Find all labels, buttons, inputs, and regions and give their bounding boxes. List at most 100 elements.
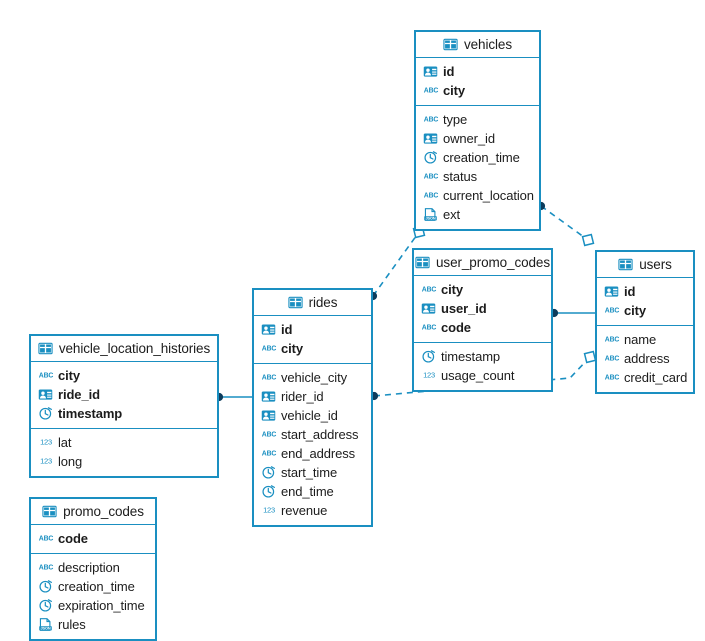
abc-text-icon: ABC xyxy=(604,351,620,366)
svg-text:ABC: ABC xyxy=(39,373,54,380)
column-row[interactable]: id xyxy=(416,62,539,81)
column-name: id xyxy=(281,322,293,337)
svg-text:ABC: ABC xyxy=(262,451,277,458)
table-header-users[interactable]: users xyxy=(597,252,693,278)
column-row[interactable]: ABC end_address xyxy=(254,444,371,463)
column-row[interactable]: expiration_time xyxy=(31,596,155,615)
column-row[interactable]: id xyxy=(254,320,371,339)
svg-text:ABC: ABC xyxy=(262,432,277,439)
column-row[interactable]: 123 usage_count xyxy=(414,366,551,385)
column-row[interactable]: timestamp xyxy=(414,347,551,366)
relationship-line xyxy=(540,205,589,241)
column-name: rider_id xyxy=(281,389,324,404)
id-badge-icon xyxy=(423,131,438,146)
column-name: usage_count xyxy=(441,368,515,383)
123-number-icon: 123 xyxy=(421,368,436,383)
column-row[interactable]: ABC city xyxy=(254,339,371,358)
column-name: timestamp xyxy=(58,406,123,421)
relationship-vehicle_location_histories-to-rides[interactable] xyxy=(214,392,252,402)
column-row[interactable]: owner_id xyxy=(416,129,539,148)
clock-icon xyxy=(38,406,53,421)
column-name: vehicle_city xyxy=(281,370,347,385)
id-badge-icon xyxy=(38,387,53,402)
table-header-rides[interactable]: rides xyxy=(254,290,371,316)
table-title: vehicle_location_histories xyxy=(58,341,211,356)
id-badge-icon xyxy=(423,64,438,79)
relationship-user_promo_codes-to-users[interactable] xyxy=(549,308,595,318)
column-name: city xyxy=(281,341,304,356)
column-row[interactable]: end_time xyxy=(254,482,371,501)
table-header-promo_codes[interactable]: promo_codes xyxy=(31,499,155,525)
column-name: vehicle_id xyxy=(281,408,338,423)
svg-text:ABC: ABC xyxy=(424,174,439,181)
svg-text:ABC: ABC xyxy=(39,536,54,543)
relationship-target-square xyxy=(581,233,595,247)
column-name: code xyxy=(58,531,88,546)
clock-icon xyxy=(421,349,436,364)
column-row[interactable]: ride_id xyxy=(31,385,217,404)
abc-text-icon: ABC xyxy=(38,368,54,383)
svg-text:ABC: ABC xyxy=(424,88,439,95)
table-header-user_promo_codes[interactable]: user_promo_codes xyxy=(414,250,551,276)
column-row[interactable]: start_time xyxy=(254,463,371,482)
table-grid-icon xyxy=(42,504,57,519)
abc-text-icon: ABC xyxy=(261,370,277,385)
table-grid-icon xyxy=(618,257,633,272)
relationship-vehicles-to-users[interactable] xyxy=(536,201,595,247)
column-name: timestamp xyxy=(441,349,501,364)
column-name: status xyxy=(443,169,478,184)
column-row[interactable]: creation_time xyxy=(416,148,539,167)
table-header-vehicle_location_histories[interactable]: vehicle_location_histories xyxy=(31,336,217,362)
column-name: name xyxy=(624,332,657,347)
column-row[interactable]: user_id xyxy=(414,299,551,318)
svg-text:123: 123 xyxy=(263,505,275,514)
column-name: creation_time xyxy=(58,579,135,594)
json-file-icon: JSON xyxy=(38,617,53,632)
column-name: owner_id xyxy=(443,131,495,146)
column-row[interactable]: timestamp xyxy=(31,404,217,423)
column-name: code xyxy=(441,320,471,335)
column-name: end_address xyxy=(281,446,356,461)
column-name: start_time xyxy=(281,465,338,480)
table-title: users xyxy=(639,257,672,272)
svg-text:ABC: ABC xyxy=(262,346,277,353)
column-row[interactable]: creation_time xyxy=(31,577,155,596)
123-number-icon: 123 xyxy=(38,454,53,469)
column-row[interactable]: id xyxy=(597,282,693,301)
column-row[interactable]: ABC status xyxy=(416,167,539,186)
column-row[interactable]: rider_id xyxy=(254,387,371,406)
clock-icon xyxy=(261,465,276,480)
column-row[interactable]: ABC code xyxy=(31,529,155,548)
column-row[interactable]: ABC vehicle_city xyxy=(254,368,371,387)
table-header-vehicles[interactable]: vehicles xyxy=(416,32,539,58)
table-title: promo_codes xyxy=(63,504,144,519)
column-row[interactable]: vehicle_id xyxy=(254,406,371,425)
